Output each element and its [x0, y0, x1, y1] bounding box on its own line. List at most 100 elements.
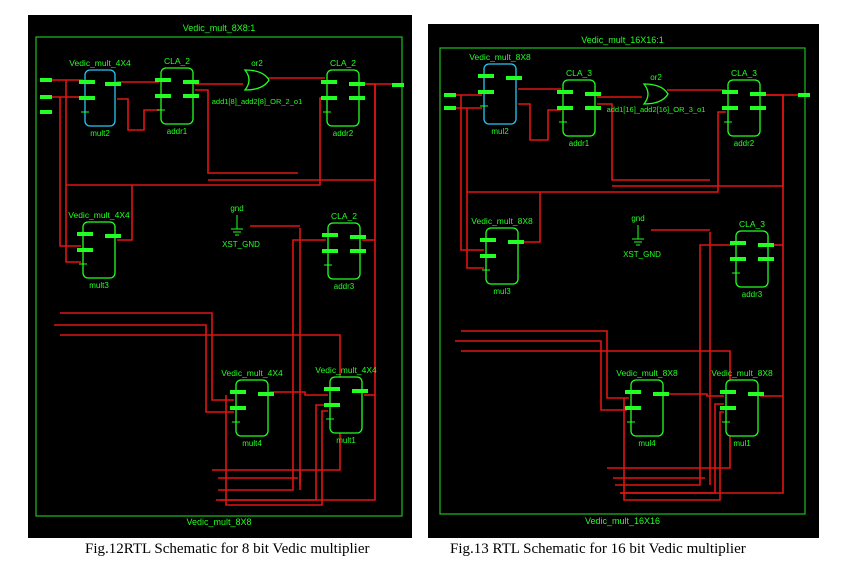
module-frame — [35, 36, 403, 517]
or-gate-title: or2 — [650, 73, 662, 82]
wire — [270, 391, 328, 396]
wire — [117, 185, 133, 241]
output-port — [798, 93, 810, 97]
block-instance-name: mult4 — [242, 439, 262, 448]
block-mult1: Vedic_mult_4X4 mult1 — [315, 365, 377, 445]
input-pin — [79, 96, 95, 100]
figure-caption-8bit: Fig.12RTL Schematic for 8 bit Vedic mult… — [85, 541, 370, 557]
output-pin — [585, 106, 601, 110]
schematic-figure-16bit: Vedic_mult_16X16:1Vedic_mult_16X16Vedic_… — [439, 35, 810, 526]
wire — [225, 395, 328, 506]
input-pin — [324, 387, 340, 391]
input-port — [40, 78, 52, 82]
output-pin — [258, 392, 274, 396]
block-instance-name: mult1 — [336, 436, 356, 445]
module-bottom-label: Vedic_mult_8X8 — [186, 517, 251, 527]
ground-instance-name: XST_GND — [623, 250, 661, 259]
input-pin — [722, 106, 738, 110]
figure-caption-16bit: Fig.13 RTL Schematic for 16 bit Vedic mu… — [450, 541, 746, 557]
input-pin — [322, 249, 338, 253]
input-pin — [77, 248, 93, 252]
or-gate-body — [243, 69, 270, 91]
wire-group — [52, 77, 392, 506]
wire — [518, 103, 561, 141]
output-pin — [105, 234, 121, 238]
wire — [60, 334, 341, 471]
block-title: CLA_2 — [330, 58, 356, 68]
output-pin — [653, 392, 669, 396]
block-title: CLA_3 — [739, 219, 765, 229]
input-port — [40, 95, 52, 99]
module-frame — [439, 47, 806, 515]
wire — [460, 95, 484, 251]
output-pin — [750, 106, 766, 110]
output-pin — [183, 94, 199, 98]
or-gate-body — [642, 83, 669, 105]
output-pin — [350, 235, 366, 239]
block-title: CLA_2 — [331, 211, 357, 221]
input-pin — [730, 257, 746, 261]
ground-title: gnd — [230, 204, 243, 213]
input-port — [40, 110, 52, 114]
wire — [54, 324, 234, 413]
block-title: Vedic_mult_4X4 — [221, 368, 283, 378]
input-pin — [230, 390, 246, 394]
output-pin — [349, 96, 365, 100]
output-pin — [350, 249, 366, 253]
input-pin — [720, 406, 736, 410]
output-pin — [508, 240, 524, 244]
block-instance-name: mult3 — [89, 281, 109, 290]
module-top-label: Vedic_mult_8X8:1 — [183, 23, 256, 33]
output-pin — [750, 92, 766, 96]
wire — [623, 398, 724, 501]
module-bottom-label: Vedic_mult_16X16 — [585, 516, 660, 526]
wire — [65, 80, 81, 263]
block-title: Vedic_mult_4X4 — [315, 365, 377, 375]
block-instance-name: mul4 — [638, 439, 656, 448]
block-addr2: CLA_3 addr2 — [722, 68, 766, 148]
input-pin — [478, 74, 494, 78]
input-pin — [480, 238, 496, 242]
output-port — [392, 83, 404, 87]
wire — [218, 239, 326, 491]
wire — [60, 312, 234, 401]
output-pin — [352, 389, 368, 393]
block-title: Vedic_mult_4X4 — [68, 210, 130, 220]
block-instance-name: addr3 — [334, 282, 355, 291]
block-instance-name: addr2 — [734, 139, 755, 148]
input-pin — [324, 403, 340, 407]
input-pin — [77, 232, 93, 236]
ground-title: gnd — [631, 214, 644, 223]
input-pin — [230, 406, 246, 410]
block-title: Vedic_mult_8X8 — [471, 216, 533, 226]
wire — [520, 192, 541, 243]
input-pin — [155, 78, 171, 82]
block-instance-name: mul2 — [491, 127, 509, 136]
input-pin — [557, 90, 573, 94]
block-addr3: CLA_2 addr3 — [322, 211, 366, 291]
wire — [220, 404, 328, 501]
block-instance-name: addr2 — [333, 129, 354, 138]
wire — [466, 108, 484, 269]
block-title: CLA_2 — [164, 56, 190, 66]
input-pin — [480, 254, 496, 258]
block-title: CLA_3 — [731, 68, 757, 78]
output-pin — [105, 82, 121, 86]
wire — [467, 111, 726, 193]
wire — [461, 350, 731, 469]
output-pin — [758, 243, 774, 247]
input-pin — [557, 106, 573, 110]
input-pin — [625, 390, 641, 394]
input-pin — [321, 80, 337, 84]
or-gate-instance-name: add1[8]_add2[8]_OR_2_o1 — [212, 97, 303, 106]
block-mult4: Vedic_mult_4X4 mult4 — [221, 368, 283, 448]
